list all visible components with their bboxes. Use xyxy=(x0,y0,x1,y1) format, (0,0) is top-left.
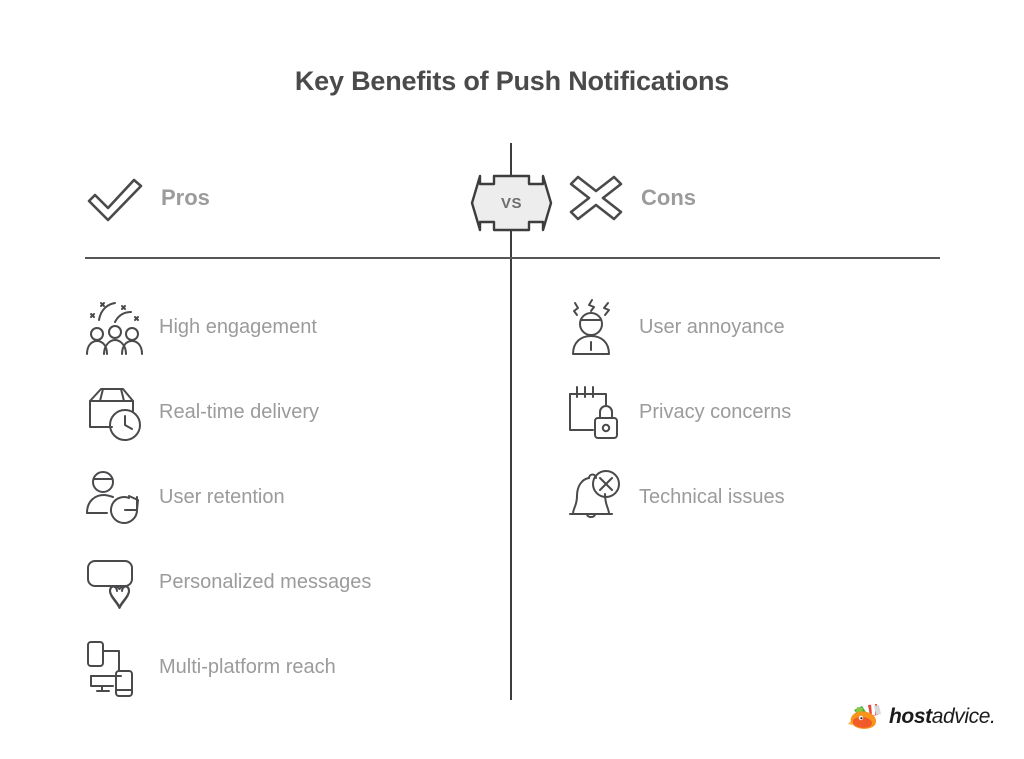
list-item-label: Personalized messages xyxy=(159,571,372,593)
column-header-pros: Pros xyxy=(85,172,210,224)
list-item: User retention xyxy=(85,455,371,540)
group-celebration-icon xyxy=(85,298,145,358)
list-item-label: Privacy concerns xyxy=(639,401,792,423)
list-item: Privacy concerns xyxy=(565,370,791,455)
bell-error-icon xyxy=(565,468,625,528)
list-item: High engagement xyxy=(85,285,371,370)
hostadvice-wordmark: hostadvice. xyxy=(889,705,996,729)
hostadvice-mascot-icon xyxy=(848,702,884,732)
hostadvice-logo: hostadvice. xyxy=(848,702,996,732)
user-refresh-icon xyxy=(85,468,145,528)
message-heart-icon xyxy=(85,553,145,613)
package-clock-icon xyxy=(85,383,145,443)
devices-icon xyxy=(85,638,145,698)
page-title: Key Benefits of Push Notifications xyxy=(294,66,730,96)
cross-icon xyxy=(565,172,627,224)
cons-list: User annoyance Privacy concerns xyxy=(565,285,791,540)
list-item-label: High engagement xyxy=(159,316,317,338)
column-header-pros-label: Pros xyxy=(161,185,210,210)
vertical-divider xyxy=(510,143,512,700)
pros-list: High engagement Real-time delivery xyxy=(85,285,371,710)
list-item-label: User annoyance xyxy=(639,316,785,338)
angry-user-icon xyxy=(565,298,625,358)
check-icon xyxy=(85,172,147,224)
list-item: Technical issues xyxy=(565,455,791,540)
column-header-cons: Cons xyxy=(565,172,696,224)
horizontal-divider xyxy=(85,257,940,259)
list-item: User annoyance xyxy=(565,285,791,370)
column-header-cons-label: Cons xyxy=(641,185,696,210)
notepad-lock-icon xyxy=(565,383,625,443)
list-item-label: Real-time delivery xyxy=(159,401,320,423)
list-item-label: Multi-platform reach xyxy=(159,656,336,678)
list-item: Personalized messages xyxy=(85,540,371,625)
list-item: Real-time delivery xyxy=(85,370,371,455)
list-item-label: User retention xyxy=(159,486,285,508)
vs-badge: VS xyxy=(470,172,553,234)
list-item: Multi-platform reach xyxy=(85,625,371,710)
vs-label: VS xyxy=(500,194,522,212)
logo-word-bold: host xyxy=(889,705,932,728)
logo-word-light: advice. xyxy=(931,705,996,728)
list-item-label: Technical issues xyxy=(639,486,785,508)
